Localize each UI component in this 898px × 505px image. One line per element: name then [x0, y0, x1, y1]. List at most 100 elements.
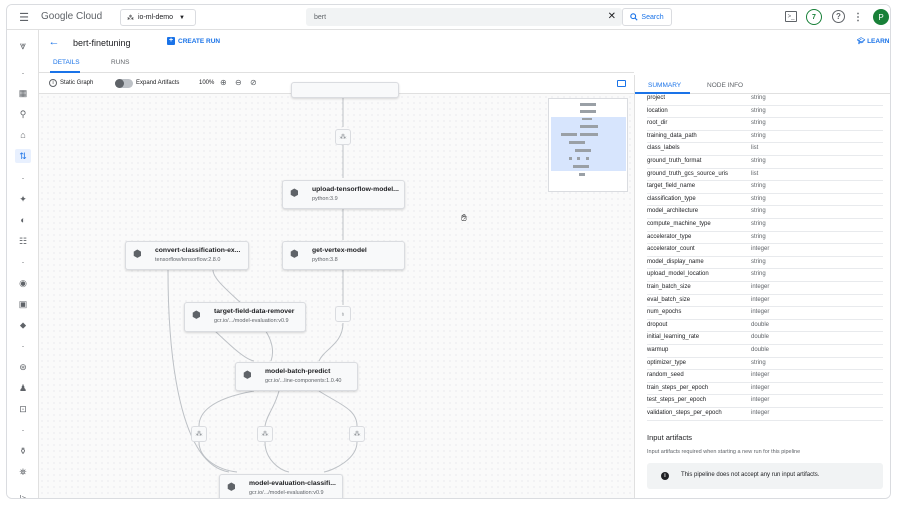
graph-minimap[interactable] [548, 98, 628, 192]
parameter-name: class_labels [647, 145, 680, 152]
parameter-name: validation_steps_per_epoch [647, 410, 722, 416]
cloud-shell-icon[interactable]: >_ [785, 11, 797, 22]
zoom-out-icon[interactable]: ⊖ [235, 78, 242, 87]
static-graph-label[interactable]: Static Graph [60, 80, 94, 86]
parameter-type: string [751, 107, 766, 114]
minimap-toggle-icon[interactable] [617, 80, 626, 87]
model-registry-icon[interactable]: ⊛ [19, 361, 27, 372]
node-title: model-batch-predict [265, 368, 331, 375]
model-garden-icon[interactable]: ⌂ [20, 130, 26, 140]
tag-icon[interactable]: ⬥ [19, 319, 27, 330]
parameter-name: compute_machine_type [647, 221, 711, 227]
pipeline-node-model-batch-predict[interactable]: ⬢ model-batch-predict gcr.io/...line-com… [235, 362, 358, 391]
expand-artifacts-toggle[interactable] [115, 79, 133, 88]
input-artifacts-description: Input artifacts required when starting a… [647, 449, 801, 455]
artifact-node-icon[interactable]: ⁂ [335, 129, 351, 145]
parameter-name: root_dir [647, 120, 668, 127]
notifications-badge[interactable]: 7 [806, 9, 822, 25]
search-input-value: bert [314, 13, 327, 21]
endpoints-icon[interactable]: ♟ [18, 382, 28, 393]
batch-predictions-icon[interactable]: ⊡ [19, 403, 27, 414]
clear-search-icon[interactable]: ✕ [607, 11, 616, 22]
zoom-reset-icon[interactable]: ⊘ [250, 78, 257, 87]
parameter-type: double [751, 347, 770, 353]
pipeline-node-convert-classification[interactable]: ⬢ convert-classification-ex... tensorflo… [125, 241, 249, 270]
tab-node-info[interactable]: NODE INFO [707, 82, 744, 89]
minimap-nodes [561, 103, 598, 176]
pipeline-node-upload-tensorflow-model[interactable]: ⬢ upload-tensorflow-model... python:3.9 [282, 180, 405, 209]
zoom-in-icon[interactable]: ⊕ [220, 78, 227, 87]
dashboard-icon[interactable]: ▦ [18, 87, 28, 98]
node-title: target-field-data-remover [214, 308, 295, 315]
back-arrow-icon[interactable]: ← [48, 36, 60, 48]
metadata-icon[interactable]: ▣ [18, 298, 28, 309]
workbench-icon[interactable]: ⚲ [19, 108, 27, 119]
datasets-icon[interactable]: ☷ [18, 235, 28, 246]
experiments-icon[interactable]: ◉ [19, 277, 27, 288]
node-subtitle: gcr.io/.../model-evaluation:v0.9 [214, 318, 289, 324]
pipeline-node-target-field-data-remover[interactable]: ⬢ target-field-data-remover gcr.io/.../m… [184, 302, 306, 332]
project-selector[interactable]: ⁂ io-ml-demo ▼ [120, 9, 196, 26]
collapse-nav-icon[interactable]: |> [19, 493, 27, 499]
input-artifacts-note: i This pipeline does not accept any run … [647, 463, 883, 489]
tab-runs[interactable]: RUNS [111, 59, 130, 66]
parameter-name: target_field_name [647, 183, 696, 190]
more-options-icon[interactable]: ⋮ [853, 11, 863, 23]
lightbulb-artifact-icon[interactable]: ♁ [335, 306, 351, 322]
pipeline-node-top-partial[interactable] [291, 82, 399, 98]
parameter-name: upload_model_location [647, 271, 709, 278]
node-subtitle: python:3.8 [312, 257, 338, 263]
hamburger-menu-icon[interactable]: ☰ [19, 11, 29, 24]
parameter-type: double [751, 321, 770, 328]
pipelines-icon[interactable]: ⇅ [15, 149, 31, 163]
artifact-node-icon[interactable]: ⁂ [257, 426, 273, 442]
create-run-button[interactable]: + CREATE RUN [167, 37, 220, 45]
dot-icon: · [21, 173, 25, 183]
artifact-node-icon[interactable]: ⁂ [191, 426, 207, 442]
pipeline-graph-canvas[interactable]: ⁂ ⬢ upload-tensorflow-model... python:3.… [39, 82, 634, 498]
parameter-name: model_display_name [647, 258, 704, 265]
avatar[interactable]: P [873, 9, 889, 25]
artifact-node-icon[interactable]: ⁂ [349, 426, 365, 442]
marketplace-icon[interactable]: ⛯ [19, 466, 27, 477]
learn-button[interactable]: 🎓︎ LEARN [857, 37, 889, 45]
school-icon: 🎓︎ [857, 38, 866, 45]
parameter-type: string [751, 95, 766, 101]
pipeline-node-model-evaluation-classification[interactable]: ⬢ model-evaluation-classifi... gcr.io/..… [219, 474, 343, 498]
pipeline-node-get-vertex-model[interactable]: ⬢ get-vertex-model python:3.8 [282, 241, 405, 270]
labeling-icon[interactable]: ◐ [20, 215, 26, 225]
search-icon [630, 13, 639, 21]
feature-store-icon[interactable]: ✦ [19, 193, 27, 204]
node-title: upload-tensorflow-model... [312, 186, 399, 193]
node-subtitle: python:3.9 [312, 196, 338, 202]
parameter-name: ground_truth_format [647, 158, 702, 164]
search-input[interactable]: bert ✕ [306, 8, 622, 26]
app-window: ☰ Google Cloud ⁂ io-ml-demo ▼ bert ✕ Sea… [6, 4, 891, 499]
google-cloud-logo[interactable]: Google Cloud [41, 11, 103, 22]
tab-summary[interactable]: SUMMARY [648, 82, 682, 89]
vertex-ai-icon[interactable]: ⩔ [19, 39, 27, 52]
active-tab-indicator [635, 92, 690, 94]
active-tab-indicator [50, 71, 80, 73]
parameter-name: train_steps_per_epoch [647, 384, 709, 391]
tab-details[interactable]: DETAILS [53, 59, 80, 66]
help-icon[interactable]: ? [832, 10, 845, 23]
matching-engine-icon[interactable]: ⚱ [19, 445, 27, 456]
parameter-type: string [751, 221, 766, 227]
parameter-name: model_architecture [647, 208, 699, 215]
search-button[interactable]: Search [622, 8, 672, 26]
node-title: model-evaluation-classifi... [249, 480, 336, 487]
add-box-icon: + [167, 37, 175, 45]
expand-artifacts-label[interactable]: Expand Artifacts [136, 80, 180, 86]
parameter-type: string [751, 158, 766, 164]
